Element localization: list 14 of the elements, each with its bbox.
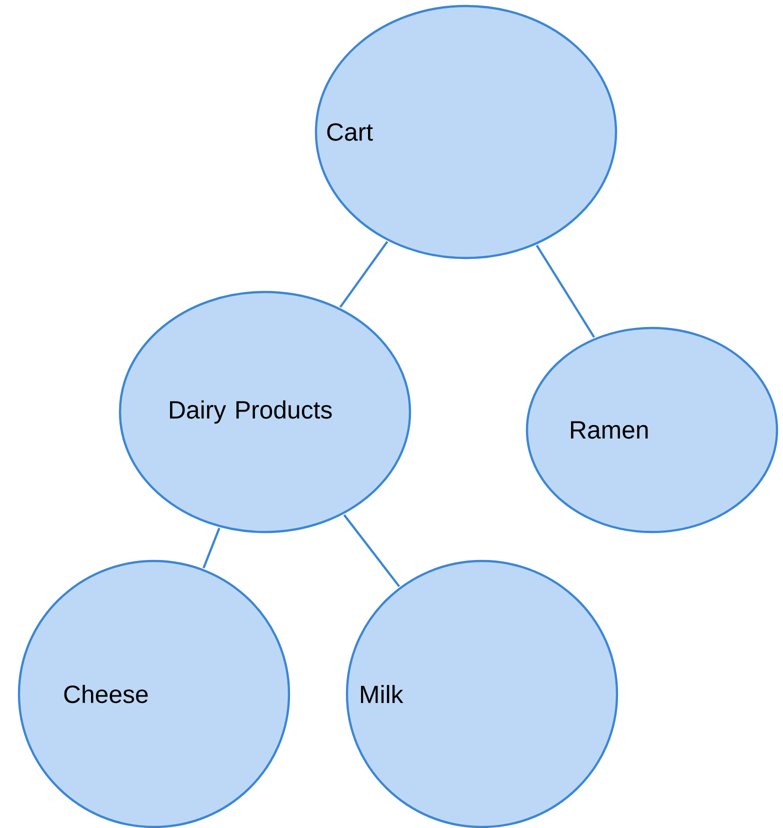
connector-line: [202, 528, 220, 568]
node-label: Milk: [361, 684, 404, 704]
ellipse-node: [314, 4, 618, 260]
connector-line: [536, 244, 596, 338]
ellipse-node: [118, 290, 412, 534]
connector-line: [339, 240, 388, 308]
node-label: Ramen: [571, 421, 648, 439]
node-label: Dairy Products: [170, 400, 332, 424]
node-label: Cheese: [64, 684, 148, 704]
ellipse-node: [18, 560, 290, 828]
ellipse-node: [346, 560, 618, 828]
connector-line: [343, 514, 400, 588]
node-label: Cart: [327, 123, 373, 141]
ellipse-node: [526, 326, 778, 534]
